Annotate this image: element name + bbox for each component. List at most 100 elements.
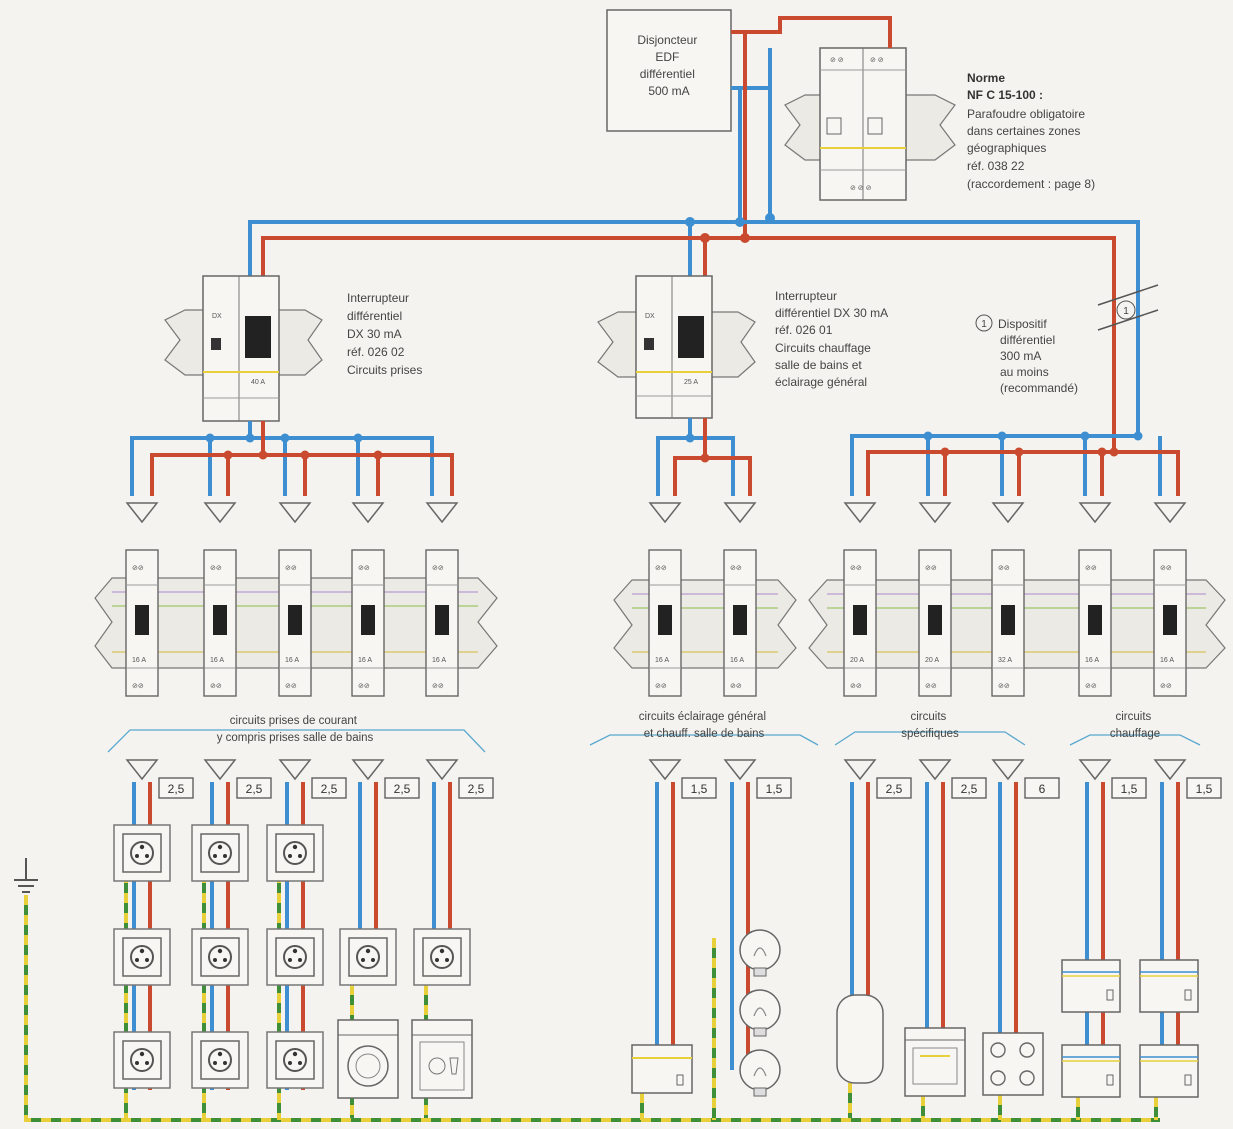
breaker-toggle [853,605,867,635]
cable-section-box [311,777,347,799]
svg-text:Disjoncteur EDF di: Disjoncteur EDF différentiel 500 mA [637,33,700,98]
cooktop-icon [982,1032,1044,1096]
connector-triangle-icon [278,759,312,781]
cable-section-label: 2,5 [394,782,411,796]
cooktop-burner [1019,1070,1035,1086]
group-label-specifiques: circuits spécifiques [901,711,959,740]
cable-section-label: 1,5 [766,782,783,796]
cable-section-box [236,777,272,799]
cable-section-label: 2,5 [468,782,485,796]
breaker-rating: 16 A [210,657,224,664]
radiator-body [1139,1044,1199,1098]
rcd-left-line: Circuits prises [347,363,422,377]
cable-section-label: 2,5 [246,782,263,796]
svg-text:Dispositif différentiel: Dispositif différentiel 300 mA au moins … [998,317,1078,395]
surge-terminal: ⊘ ⊘ [830,57,844,64]
breaker-terminal: ⊘⊘ [432,565,444,572]
dishwasher-icon [411,1019,473,1099]
connector-triangle-icon [723,502,757,524]
rcd-middle: DX 25 A [597,275,756,419]
connector-triangle-icon [648,759,682,781]
standard-note-line: NF C 15-100 : [967,88,1043,102]
rcd-300-marker-number: 1 [1123,306,1129,317]
socket-outlet-icon [266,824,324,882]
breaker-toggle [1163,605,1177,635]
breaker-terminal: ⊘⊘ [1160,683,1172,690]
main-breaker-line: 500 mA [648,84,689,98]
radiator-icon [1139,959,1199,1013]
circuit-column: ⊘⊘⊘⊘16 A1,5 [723,502,792,1070]
cooktop-burner [990,1070,1006,1086]
connector-triangle-icon [203,759,237,781]
rcd-middle-line: éclairage général [775,375,867,389]
breaker-terminal: ⊘⊘ [730,683,742,690]
rcd-middle-line: réf. 026 01 [775,323,833,337]
breaker-terminal: ⊘⊘ [132,683,144,690]
cooktop-burner [990,1042,1006,1058]
surge-terminal: ⊘ ⊘ ⊘ [850,185,872,192]
connector-triangle-icon [351,759,385,781]
appliance-body [411,1019,473,1099]
rcd-left: DX 40 A [164,275,323,422]
connector-triangle-icon [425,502,459,524]
appliance-door [419,1041,465,1091]
connector-triangle-icon [425,759,459,781]
breaker-module [351,549,385,697]
connector-triangle-icon [723,759,757,781]
breaker-terminal: ⊘⊘ [285,683,297,690]
breaker-toggle [928,605,942,635]
water-heater-icon [836,994,884,1084]
breaker-rating: 16 A [432,657,446,664]
breaker-toggle [361,605,375,635]
group-label-line: circuits [911,711,947,723]
earth-symbol-icon [14,858,38,893]
breaker-toggle [1088,605,1102,635]
breaker-rating: 16 A [1160,657,1174,664]
breaker-terminal: ⊘⊘ [358,683,370,690]
standard-note-line: dans certaines zones [967,124,1080,138]
rcd-300-note-line: Dispositif [998,317,1047,331]
breaker-terminal: ⊘⊘ [925,565,937,572]
breaker-toggle [658,605,672,635]
group-label-line: circuits [1116,711,1152,723]
oven-body [904,1027,966,1097]
breaker-terminal: ⊘⊘ [210,565,222,572]
rcd-300-note-line: différentiel [1000,333,1055,347]
dish-glass [449,1057,459,1075]
breaker-rating: 16 A [1085,657,1099,664]
circuit-column: ⊘⊘⊘⊘32 A6 [991,502,1060,1070]
socket-outlet-icon [266,1031,324,1089]
circuit-column: ⊘⊘⊘⊘16 A1,5 [648,502,717,1050]
socket-outlet-icon [413,928,471,986]
connector-triangle-icon [1153,759,1187,781]
rcd-left-label: Interrupteur différentiel DX 30 mA réf. … [347,291,422,377]
connector-triangle-icon [278,502,312,524]
radiator-icon [1061,959,1121,1013]
standard-note: Norme NF C 15-100 : Parafoudre obligatoi… [967,71,1095,191]
circuit-column: ⊘⊘⊘⊘16 A1,5 [1078,502,1147,1065]
breaker-terminal: ⊘⊘ [285,565,297,572]
cable-section-box [1111,777,1147,799]
main-breaker: Disjoncteur EDF différentiel 500 mA [606,9,732,132]
breaker-terminal: ⊘⊘ [1160,565,1172,572]
breaker-terminal: ⊘⊘ [850,683,862,690]
connector-triangle-icon [1078,502,1112,524]
rcd-left-line: différentiel [347,309,402,323]
rcd-300-note-line: (recommandé) [1000,381,1078,395]
cable-section-box [158,777,194,799]
appliance-drum [347,1045,389,1087]
surge-terminal: ⊘ ⊘ [870,57,884,64]
circuit-column: ⊘⊘⊘⊘16 A2,5 [425,502,494,985]
oven-icon [904,1027,966,1097]
rcd-middle-line: Circuits chauffage [775,341,871,355]
breaker-rating: 32 A [998,657,1012,664]
main-breaker-line: différentiel [640,67,695,81]
cable-section-label: 2,5 [961,782,978,796]
surge-arrester: ⊘ ⊘ ⊘ ⊘ ⊘ ⊘ ⊘ [784,47,956,201]
socket-outlet-icon [113,928,171,986]
cable-section-box [756,777,792,799]
rcd-left-rating: 40 A [251,379,265,386]
connector-triangle-icon [203,502,237,524]
group-labels [107,729,1201,753]
connector-triangle-icon [991,502,1025,524]
